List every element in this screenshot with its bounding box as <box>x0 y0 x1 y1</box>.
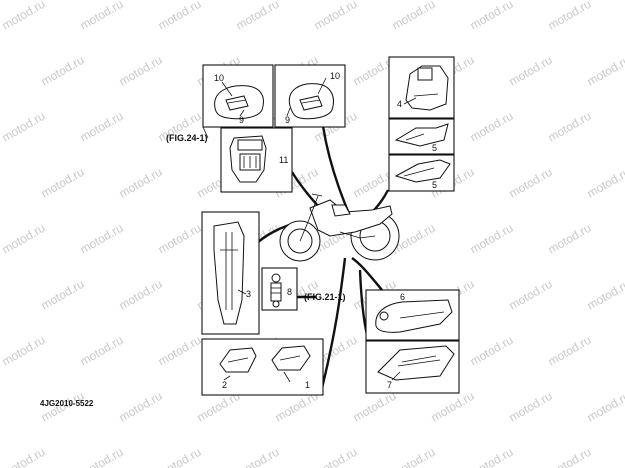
rear-shock-box: 8 <box>261 267 298 311</box>
tank-decal-upper-box: 6 <box>365 289 460 341</box>
callout-5-lower: 5 <box>432 180 437 190</box>
front-fender-box: 3 <box>201 211 260 335</box>
watermark-text: motod.ru <box>546 0 594 33</box>
callout-3: 3 <box>246 289 251 299</box>
watermark-text: motod.ru <box>234 0 282 33</box>
watermark-text: motod.ru <box>0 109 48 145</box>
watermark-text: motod.ru <box>585 53 625 89</box>
fuel-tank-left-box: 10 9 <box>202 64 274 128</box>
watermark-text: motod.ru <box>117 53 165 89</box>
watermark-text: motod.ru <box>117 165 165 201</box>
callout-10-left: 10 <box>214 73 224 83</box>
watermark-text: motod.ru <box>156 221 204 257</box>
callout-8: 8 <box>287 287 292 297</box>
watermark-text: motod.ru <box>0 445 48 468</box>
watermark-text: motod.ru <box>78 0 126 33</box>
watermark-text: motod.ru <box>507 53 555 89</box>
callout-10-right: 10 <box>330 71 340 81</box>
watermark-text: motod.ru <box>468 445 516 468</box>
callout-2: 2 <box>222 380 227 390</box>
watermark-text: motod.ru <box>0 0 48 33</box>
watermark-text: motod.ru <box>312 0 360 33</box>
callout-5-upper: 5 <box>432 143 437 153</box>
callout-9-right: 9 <box>285 115 290 125</box>
watermark-text: motod.ru <box>390 445 438 468</box>
drawing-code: 4JG2010-5522 <box>40 399 94 408</box>
headlight-cowl-box: 11 <box>220 127 293 193</box>
callout-7: 7 <box>387 380 392 390</box>
rear-fender-box: 4 <box>388 56 455 119</box>
watermark-text: motod.ru <box>156 0 204 33</box>
watermark-text: motod.ru <box>0 221 48 257</box>
watermark-text: motod.ru <box>117 389 165 425</box>
watermark-text: motod.ru <box>585 389 625 425</box>
watermark-text: motod.ru <box>585 165 625 201</box>
callout-6: 6 <box>400 292 405 302</box>
watermark-text: motod.ru <box>507 277 555 313</box>
watermark-text: motod.ru <box>78 333 126 369</box>
watermark-text: motod.ru <box>39 277 87 313</box>
watermark-text: motod.ru <box>546 221 594 257</box>
watermark-text: motod.ru <box>39 53 87 89</box>
watermark-text: motod.ru <box>429 389 477 425</box>
side-cover-5-lower-box: 5 <box>388 154 455 192</box>
watermark-text: motod.ru <box>351 389 399 425</box>
watermark-text: motod.ru <box>78 109 126 145</box>
watermark-text: motod.ru <box>468 221 516 257</box>
watermark-text: motod.ru <box>78 221 126 257</box>
watermark-text: motod.ru <box>507 389 555 425</box>
watermark-text: motod.ru <box>117 277 165 313</box>
watermark-text: motod.ru <box>39 165 87 201</box>
watermark-text: motod.ru <box>546 109 594 145</box>
watermark-text: motod.ru <box>390 0 438 33</box>
watermark-text: motod.ru <box>468 333 516 369</box>
watermark-text: motod.ru <box>468 0 516 33</box>
side-cover-5-upper-box: 5 <box>388 118 455 155</box>
watermark-text: motod.ru <box>468 109 516 145</box>
watermark-text: motod.ru <box>156 445 204 468</box>
ref-fig-21-1: (FIG.21-1) <box>304 292 346 302</box>
watermark-text: motod.ru <box>78 445 126 468</box>
watermark-text: motod.ru <box>507 165 555 201</box>
motorcycle-illustration <box>279 193 400 262</box>
watermark-text: motod.ru <box>0 333 48 369</box>
fuel-tank-right-box: 10 9 <box>274 64 346 128</box>
callout-9-left: 9 <box>239 115 244 125</box>
watermark-text: motod.ru <box>546 333 594 369</box>
watermark-text: motod.ru <box>312 445 360 468</box>
fork-decal-box: 2 1 <box>201 338 324 396</box>
ref-fig-24-1: (FIG.24-1) <box>166 133 208 143</box>
callout-11: 11 <box>279 155 288 165</box>
side-decal-lower-box: 7 <box>365 340 460 394</box>
callout-1: 1 <box>305 380 310 390</box>
watermark-text: motod.ru <box>585 277 625 313</box>
watermark-text: motod.ru <box>234 445 282 468</box>
watermark-text: motod.ru <box>546 445 594 468</box>
watermark-text: motod.ru <box>156 333 204 369</box>
callout-4: 4 <box>397 99 402 109</box>
